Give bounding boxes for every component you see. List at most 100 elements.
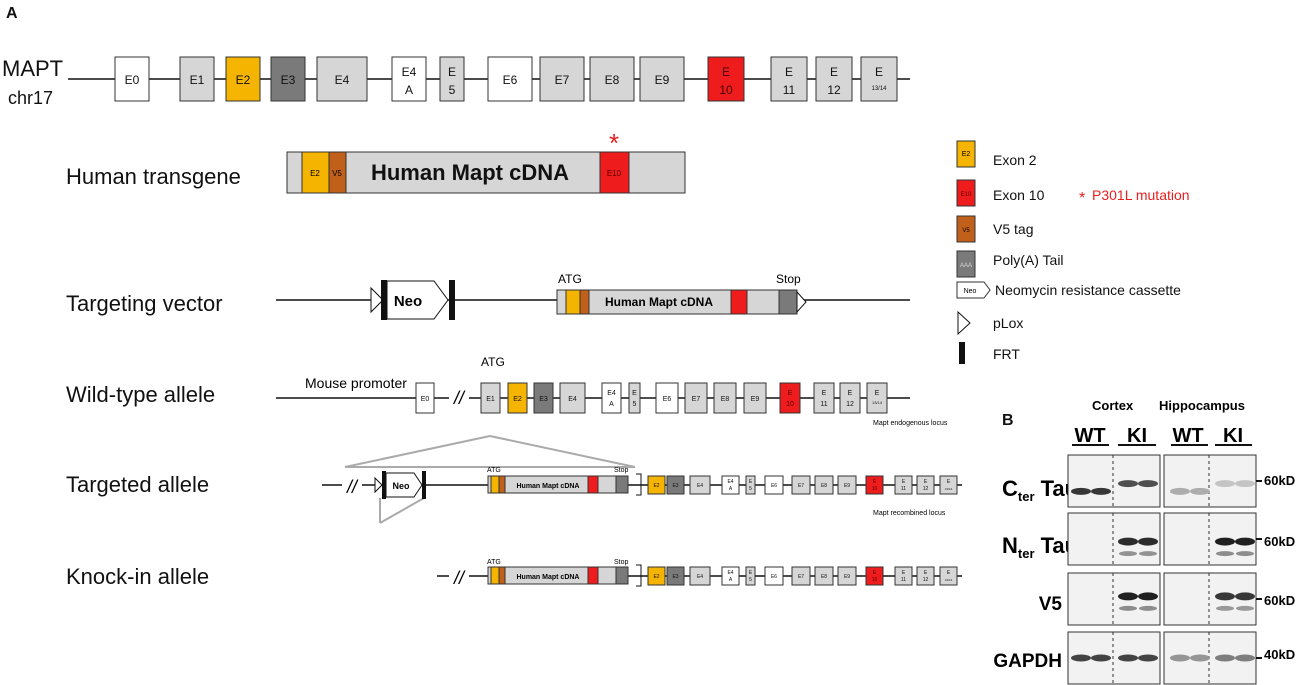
knockin-stop-label: Stop (614, 559, 629, 566)
exon-label: E (902, 479, 906, 485)
targeting-vector-construct: Neo ATG Human Mapt cDNA Stop (276, 272, 910, 320)
exon-box (533, 382, 554, 414)
connector-line (489, 435, 636, 468)
exon-box (628, 382, 641, 414)
exon-label: 11 (901, 577, 906, 583)
blot-band (1235, 654, 1255, 662)
exon-label: E (722, 65, 730, 79)
exon-label: 5 (633, 401, 637, 408)
blot-band (1118, 654, 1138, 662)
exon-box (894, 475, 913, 495)
exon-label: 12 (923, 577, 929, 583)
exon-box (713, 382, 737, 414)
panel-a-letter: A (6, 5, 18, 22)
exon-box (939, 475, 958, 495)
exon-label: A (729, 577, 733, 583)
blot-label-nter-tau: Nter Tau (1002, 533, 1078, 561)
legend-polya-text: Poly(A) Tail (993, 252, 1064, 268)
cassette-polya-box (615, 475, 629, 494)
cassette-v5-box (498, 566, 506, 585)
legend-neo-icon: Neo (964, 288, 977, 295)
exon-box (764, 475, 784, 495)
exon-box (415, 382, 435, 414)
cassette-e10-box (587, 475, 599, 494)
cassette-v5-box (498, 475, 506, 494)
transgene-e10-label: E10 (607, 169, 622, 178)
legend-exon2-text: Exon 2 (993, 152, 1037, 168)
exon-box (589, 56, 635, 102)
legend-neo-icon-shape (956, 281, 991, 299)
exon-label: E (875, 65, 883, 79)
human-transgene-construct: E2 V5 Human Mapt cDNA E10 * (286, 128, 686, 194)
vector-cdna-label: Human Mapt cDNA (605, 295, 713, 309)
blot-band (1215, 592, 1235, 601)
frt-bar (381, 280, 387, 320)
exon-label: E6 (503, 73, 518, 87)
neo-cassette (386, 280, 449, 320)
exon-label: E0 (125, 73, 140, 87)
blot-band (1091, 487, 1111, 495)
exon-label: E3 (672, 483, 678, 489)
blot-band (1216, 605, 1234, 611)
legend-item-exon10: E10 Exon 10 * P301L mutation (956, 179, 1190, 207)
transgene-v5-label: V5 (332, 169, 342, 178)
blot-band (1170, 654, 1190, 662)
transgene-v5-box (328, 151, 347, 194)
exon-label: E9 (751, 396, 760, 403)
break-symbol: // (345, 477, 359, 497)
blot-band (1236, 605, 1254, 611)
ploxp-icon (370, 286, 384, 314)
mapt-label: MAPT (2, 56, 63, 81)
blot-band (1215, 654, 1235, 662)
exon-label: E2 (653, 483, 659, 489)
exon-label: 13/14 (871, 86, 887, 92)
vector-polya-box (778, 289, 798, 315)
exon-box (743, 382, 767, 414)
size-marker: 60kD (1264, 473, 1295, 488)
exon-label: E1 (486, 396, 495, 403)
exon-label: E (448, 65, 456, 79)
cassette-e10-box (587, 566, 599, 585)
exon-label: 13/14 (945, 487, 953, 491)
wildtype-label: Wild-type allele (66, 382, 215, 407)
exon-label: 12 (923, 486, 929, 492)
legend-v5-text: V5 tag (993, 221, 1033, 237)
neo-cassette (385, 472, 423, 498)
legend-exon2-icon: E2 (962, 151, 971, 158)
blot-band (1071, 654, 1091, 662)
exon-label: E (788, 390, 793, 397)
exon-box (689, 566, 711, 586)
blot-band (1215, 480, 1235, 488)
legend-item-exon2: E2 Exon 2 (956, 140, 1037, 168)
exon-label: E3 (539, 396, 548, 403)
exon-box (779, 382, 801, 414)
exon-label: E6 (771, 483, 777, 489)
exon-label: E8 (721, 396, 730, 403)
western-blots (1067, 454, 1262, 685)
legend-exon10-text: Exon 10 (993, 187, 1045, 203)
blot-band (1235, 537, 1255, 546)
size-marker: 40kD (1264, 647, 1295, 662)
exon-box (316, 56, 368, 102)
exon-box (179, 56, 215, 102)
exon-label: 11 (820, 401, 827, 408)
legend-polya-swatch (956, 250, 976, 278)
exon-label: E (822, 390, 827, 397)
blot-band (1190, 487, 1210, 495)
legend: E2 Exon 2 E10 Exon 10 * P301L mutation V… (956, 140, 1190, 364)
exon-label: A (729, 486, 733, 492)
neo-label: Neo (392, 481, 410, 491)
blot-label-cter-tau: Cter Tau (1002, 476, 1078, 504)
exon-label: 5 (749, 486, 752, 492)
exon-label: E1 (190, 73, 205, 87)
legend-plox-text: pLox (993, 315, 1023, 331)
exon-box (225, 56, 261, 102)
exon-box (666, 475, 685, 495)
exon-box (839, 382, 861, 414)
exon-box (655, 382, 679, 414)
legend-v5-swatch (956, 215, 976, 243)
exon-label: E7 (555, 73, 570, 87)
exon-label: E8 (821, 574, 827, 580)
